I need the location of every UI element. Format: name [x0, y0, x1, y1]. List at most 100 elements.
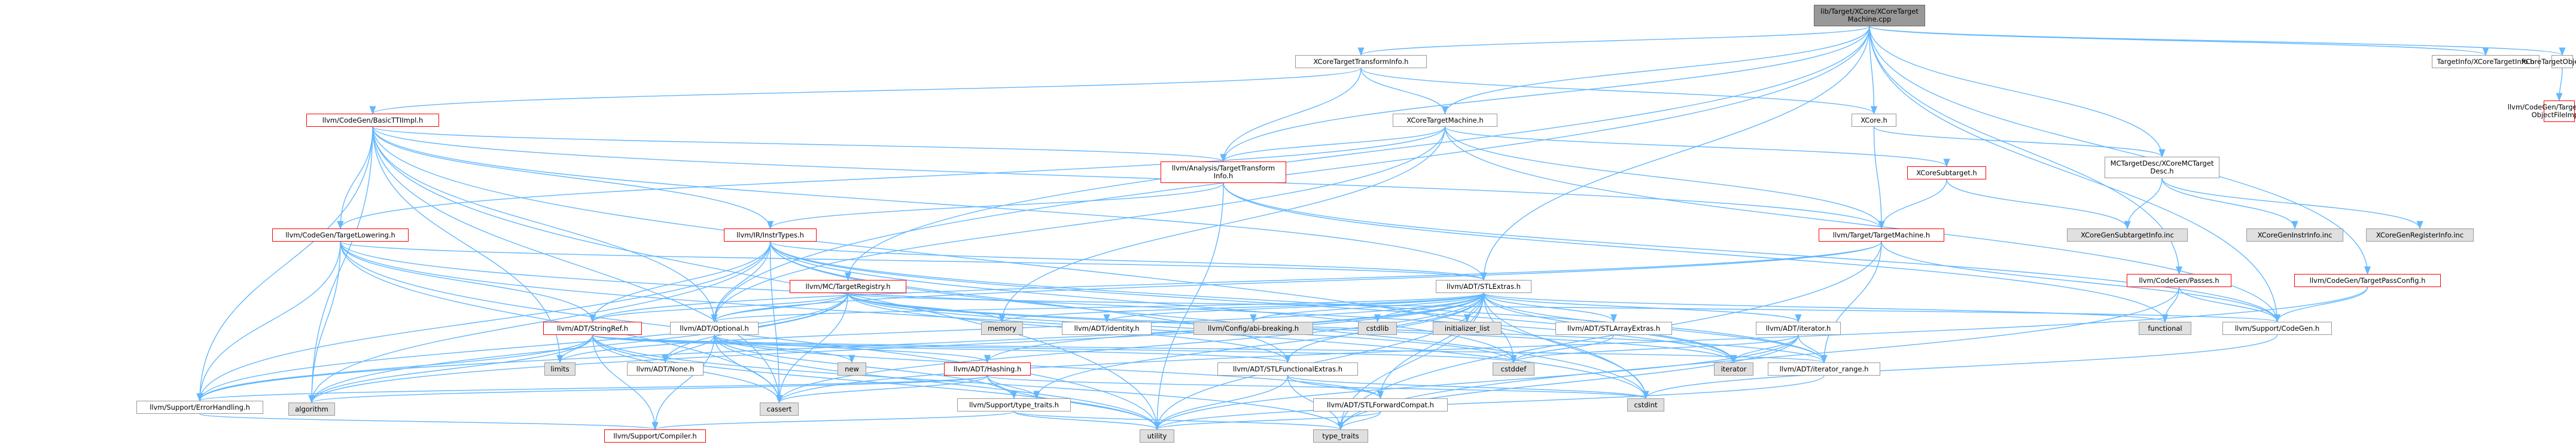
edge-stlextras-to-stlarrayextras	[1483, 292, 1617, 323]
edge-subtarget-to-ttargetmachine	[1878, 179, 1947, 230]
node-mcdesc[interactable]: MCTargetDesc/XCoreMCTarget Desc.h	[2105, 157, 2219, 178]
node-limits[interactable]: limits	[544, 362, 576, 376]
node-iteratorh[interactable]: llvm/ADT/iterator.h	[1756, 322, 1841, 335]
edge-basictti-to-limits	[372, 126, 564, 364]
edge-instrtypes-to-iterator	[769, 241, 1737, 364]
edge-instrtypes-to-stringref	[589, 241, 771, 323]
edge-instrtypes-to-stlfunctional	[769, 241, 1291, 364]
edge-stlextras-to-abibreaking	[1250, 292, 1484, 323]
node-subtargetinfo_inc[interactable]: XCoreGenSubtargetInfo.inc	[2067, 228, 2188, 242]
node-identity[interactable]: llvm/ADT/identity.h	[1062, 322, 1152, 335]
node-iterator[interactable]: iterator	[1714, 362, 1753, 376]
edge-mcdesc-to-instrinfo_inc	[2161, 178, 2298, 230]
edge-targetmachine_x-to-subtarget	[1444, 126, 1950, 167]
node-passes[interactable]: llvm/CodeGen/Passes.h	[2127, 274, 2231, 287]
edge-basictti-to-algorithm	[308, 126, 373, 404]
node-tlowering[interactable]: llvm/CodeGen/TargetLowering.h	[272, 228, 409, 242]
edge-hashing-to-cassert	[776, 375, 988, 404]
node-root[interactable]: lib/Target/XCore/XCoreTarget Machine.cpp	[1814, 5, 1925, 26]
node-cstdint[interactable]: cstdint	[1627, 398, 1664, 412]
node-analysistti[interactable]: llvm/Analysis/TargetTransform Info.h	[1161, 161, 1286, 183]
node-typetraits_llvm[interactable]: llvm/Support/type_traits.h	[957, 398, 1071, 412]
node-algorithm[interactable]: algorithm	[288, 403, 335, 416]
node-objlowering[interactable]: llvm/CodeGen/TargetLowering ObjectFileIm…	[2508, 100, 2576, 122]
edge-root-to-targetinfo	[1869, 26, 2489, 56]
edge-transforminfo-to-targetmachine_x	[1360, 68, 1449, 115]
edge-stlextras-to-stlforward	[1377, 292, 1484, 400]
node-errorhandling[interactable]: llvm/Support/ErrorHandling.h	[136, 401, 263, 414]
edge-xcore-to-mcdesc	[1873, 126, 2166, 158]
edge-basictti-to-cassert	[372, 126, 783, 404]
edge-tlowering-to-iterator	[340, 241, 1737, 364]
edge-basictti-to-utility	[372, 126, 1161, 431]
edge-iteratorh-to-iteratorrange	[1798, 334, 1828, 364]
node-cassert[interactable]: cassert	[760, 403, 799, 416]
edge-instrtypes-to-algorithm	[308, 241, 771, 404]
edge-basictti-to-errorhandling	[196, 126, 373, 402]
edge-errorhandling-to-compiler	[199, 413, 658, 431]
node-objfile[interactable]: XCoreTargetObjectFile.h	[2522, 55, 2576, 68]
node-targetmachine_x[interactable]: XCoreTargetMachine.h	[1393, 114, 1497, 127]
edge-passes-to-functional	[2161, 286, 2180, 323]
node-hashing[interactable]: llvm/ADT/Hashing.h	[944, 362, 1031, 376]
node-targetinfo[interactable]: TargetInfo/XCoreTargetInfo.h	[2432, 55, 2540, 68]
node-cstddef[interactable]: cstddef	[1493, 362, 1534, 376]
edge-tlowering-to-algorithm	[308, 241, 341, 404]
node-none[interactable]: llvm/ADT/None.h	[627, 362, 704, 376]
edge-root-to-transforminfo	[1357, 26, 1870, 56]
node-instrtypes[interactable]: llvm/IR/InstrTypes.h	[724, 228, 817, 242]
edge-mcregistry-to-stringref	[589, 292, 849, 323]
edge-stlextras-to-cstdlib	[1374, 292, 1484, 323]
node-basictti[interactable]: llvm/CodeGen/BasicTTIImpl.h	[306, 114, 439, 127]
node-initlist[interactable]: initializer_list	[1433, 322, 1502, 335]
node-instrinfo_inc[interactable]: XCoreGenInstrInfo.inc	[2246, 228, 2343, 242]
edge-targetmachine_x-to-memory	[998, 126, 1446, 323]
node-stlextras[interactable]: llvm/ADT/STLExtras.h	[1436, 280, 1531, 293]
edge-transforminfo-to-analysistti	[1220, 68, 1362, 163]
edge-targetmachine_x-to-ttargetmachine	[1444, 126, 1885, 230]
node-reginfo_inc[interactable]: XCoreGenRegisterInfo.inc	[2366, 228, 2474, 242]
edge-hashing-to-algorithm	[309, 375, 988, 404]
node-ttargetmachine[interactable]: llvm/Target/TargetMachine.h	[1819, 228, 1944, 242]
node-iteratorrange[interactable]: llvm/ADT/iterator_range.h	[1768, 362, 1880, 376]
edge-ttargetmachine-to-optional	[711, 241, 1882, 323]
edge-analysistti-to-supportcodegen	[1223, 182, 2280, 323]
edge-tlowering-to-utility	[340, 241, 1161, 431]
node-stringref[interactable]: llvm/ADT/StringRef.h	[543, 322, 642, 335]
node-functional[interactable]: functional	[2139, 322, 2191, 335]
edge-iteratorh-to-type_traits	[1337, 334, 1799, 431]
edge-stlextras-to-tuple	[1033, 292, 1484, 400]
edge-optional-to-new	[714, 334, 855, 364]
edge-hashing-to-tuple	[986, 375, 1040, 400]
node-memory[interactable]: memory	[981, 322, 1023, 335]
edge-stlextras-to-utility	[1153, 292, 1484, 431]
node-type_traits[interactable]: type_traits	[1313, 429, 1368, 443]
node-new[interactable]: new	[838, 362, 866, 376]
node-passconfig[interactable]: llvm/CodeGen/TargetPassConfig.h	[2294, 274, 2441, 287]
node-supportcodegen[interactable]: llvm/Support/CodeGen.h	[2222, 322, 2332, 335]
node-stlarrayextras[interactable]: llvm/ADT/STLArrayExtras.h	[1555, 322, 1672, 335]
edge-stlforward-to-utility	[1153, 411, 1381, 431]
edge-mcdesc-to-subtargetinfo_inc	[2124, 178, 2163, 230]
edge-objfile-to-objlowering	[2556, 68, 2563, 102]
node-compiler[interactable]: llvm/Support/Compiler.h	[604, 429, 706, 443]
edge-iteratorh-to-cstddef	[1510, 334, 1799, 364]
node-mcregistry[interactable]: llvm/MC/TargetRegistry.h	[790, 280, 906, 293]
edge-mcregistry-to-supportcodegen	[847, 292, 2280, 323]
edge-passconfig-to-supportcodegen	[2273, 286, 2368, 323]
node-subtarget[interactable]: XCoreSubtarget.h	[1907, 166, 1986, 179]
edge-instrtypes-to-cstddef	[769, 241, 1517, 364]
node-stlforward[interactable]: llvm/ADT/STLForwardCompat.h	[1313, 398, 1448, 412]
edge-tlowering-to-errorhandling	[196, 241, 341, 402]
node-utility[interactable]: utility	[1140, 429, 1174, 443]
node-xcore[interactable]: XCore.h	[1852, 114, 1896, 127]
node-cstdlib[interactable]: cstdlib	[1358, 322, 1397, 335]
node-optional[interactable]: llvm/ADT/Optional.h	[670, 322, 759, 335]
node-stlfunctional[interactable]: llvm/ADT/STLFunctionalExtras.h	[1217, 362, 1358, 376]
node-transforminfo[interactable]: XCoreTargetTransformInfo.h	[1295, 55, 1427, 68]
node-abibreaking[interactable]: llvm/Config/abi-breaking.h	[1193, 322, 1313, 335]
edge-stringref-to-stlfunctional	[592, 334, 1291, 364]
edge-root-to-optional	[711, 26, 1870, 323]
edge-basictti-to-instrtypes	[372, 126, 774, 230]
